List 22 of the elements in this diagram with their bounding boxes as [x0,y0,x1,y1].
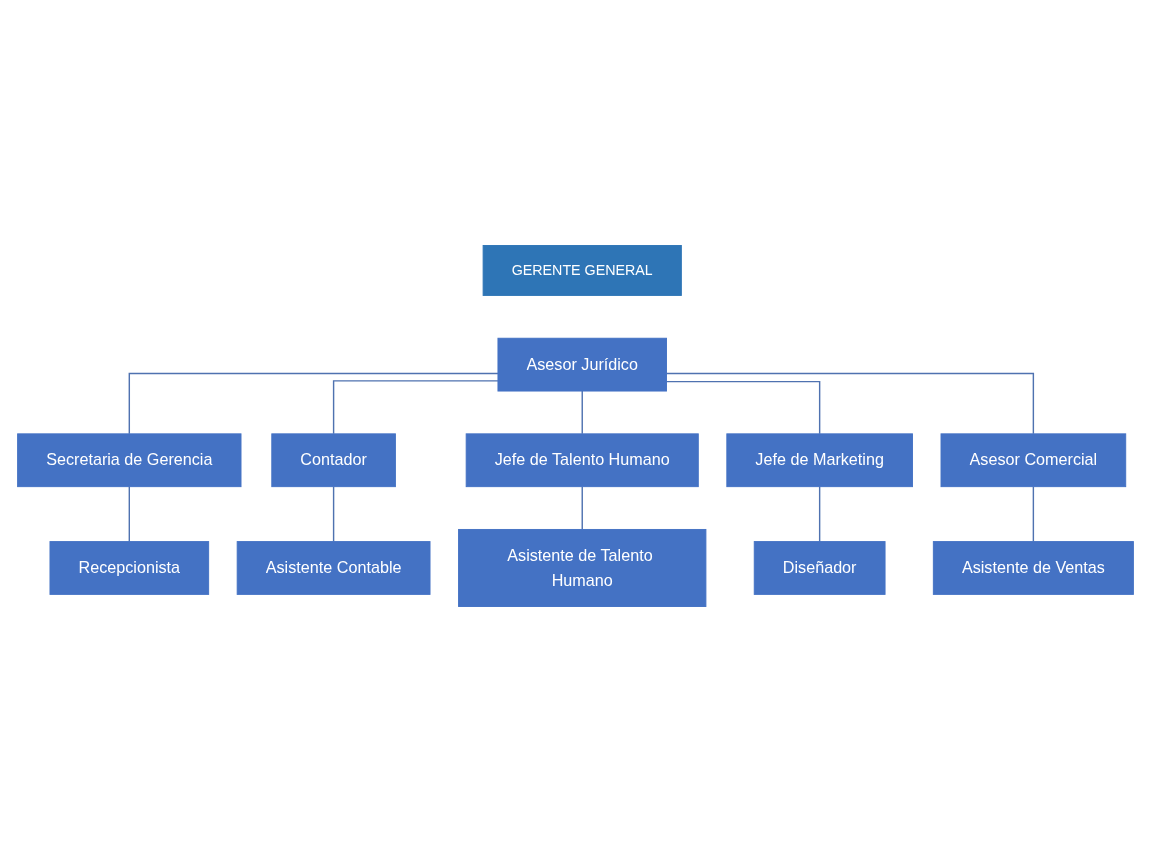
node-box: Recepcionista [49,541,210,595]
connector [818,485,821,543]
node-box: Asesor Jurídico [497,337,667,392]
connector [1032,485,1035,543]
node-box: GERENTE GENERAL [482,245,682,296]
node-box: Asistente de Ventas [932,541,1134,595]
connector [332,485,335,543]
connector [581,485,583,531]
connector [665,380,821,435]
node-box: Contador [271,433,396,488]
node-box: Asistente de Talento Humano [458,529,707,607]
connector [581,390,583,435]
connector [332,380,499,435]
node-box: Jefe de Talento Humano [465,433,699,488]
connector [128,372,499,435]
node-box: Diseñador [753,541,886,595]
node-box: Asistente Contable [236,541,431,595]
node-box: Jefe de Marketing [726,433,913,488]
connector [128,485,131,543]
node-box: Secretaria de Gerencia [17,433,242,488]
connector [665,372,1035,435]
node-box: Asesor Comercial [940,433,1127,488]
